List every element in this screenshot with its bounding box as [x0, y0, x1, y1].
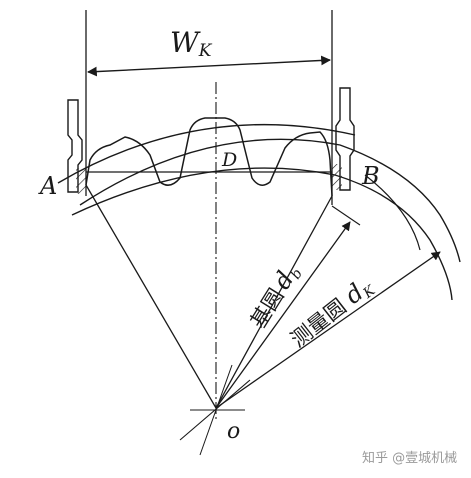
radius-to-a [85, 184, 217, 409]
svg-text:基圆: 基圆 [246, 284, 289, 332]
left-jaw-hatch [76, 168, 86, 194]
point-d-label: D [221, 149, 237, 171]
watermark-text: 知乎 @壹城机械 [362, 450, 457, 466]
right-caliper-jaw [335, 87, 355, 191]
svg-text:测量圆: 测量圆 [286, 294, 350, 352]
gear-tooth-profile [85, 117, 333, 197]
width-dimension-line [87, 55, 331, 77]
right-jaw-hatch [332, 164, 342, 190]
measuring-circle-arc [79, 138, 461, 263]
center-label: o [227, 419, 240, 444]
center-cross-d2 [199, 364, 233, 456]
width-label: WK [170, 26, 213, 61]
point-a-label: A [38, 172, 57, 200]
center-cross-d1 [179, 379, 251, 441]
radius-to-b [215, 195, 333, 409]
point-b-label: B [361, 162, 380, 190]
tip-circle-arc [57, 123, 356, 184]
svg-text:dK: dK [340, 271, 380, 311]
measuring-circle-label: 测量圆 dK [286, 271, 380, 352]
radius-base-circle [215, 221, 351, 409]
leader-line-b [331, 205, 361, 226]
base-circle-arc [71, 167, 453, 301]
root-circle-arc [364, 174, 421, 251]
radius-measuring-circle [215, 251, 441, 409]
